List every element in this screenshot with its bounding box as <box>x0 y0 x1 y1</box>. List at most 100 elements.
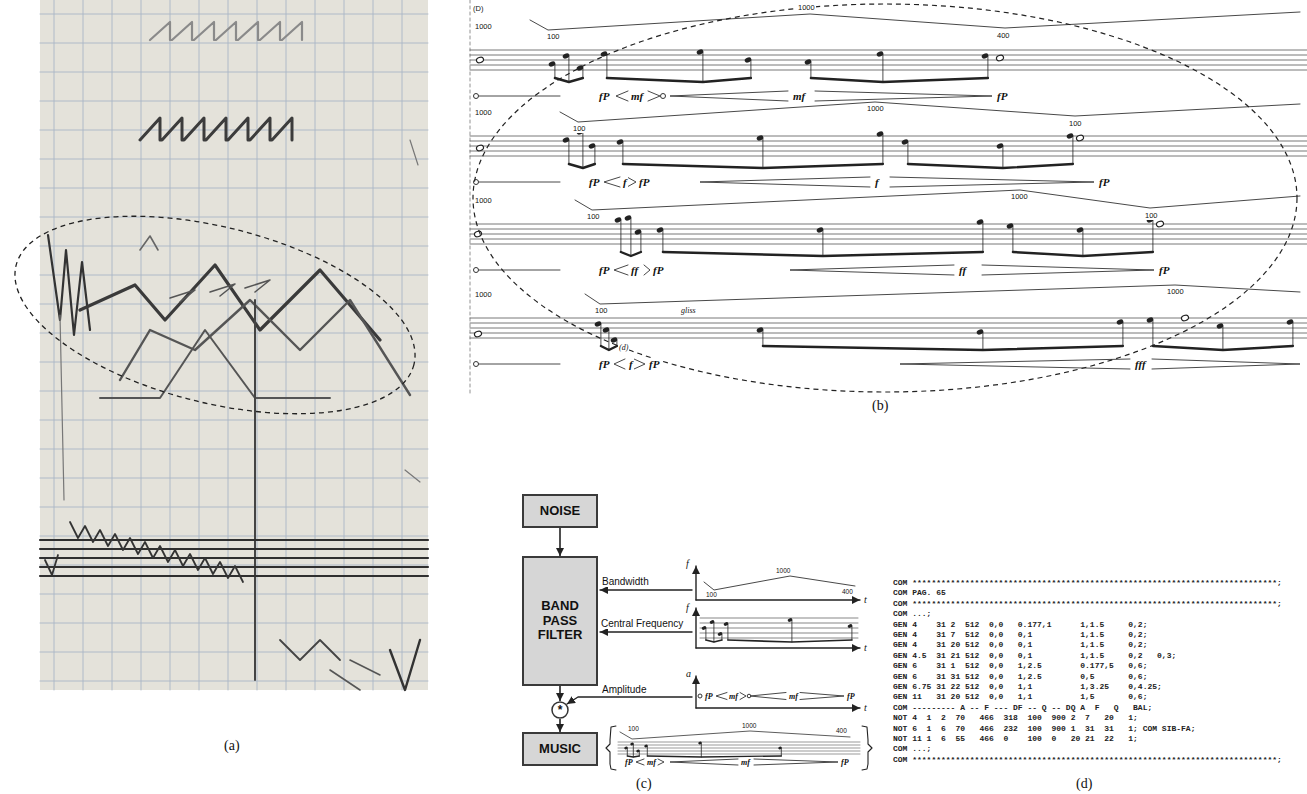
axis <box>696 647 860 648</box>
hairpin <box>614 359 625 369</box>
bandwidth-value: 400 <box>836 727 847 734</box>
code-line: GEN 4 31 20 512 0,0 0,1 1,1.5 0,2; <box>893 640 1147 649</box>
note-beam <box>1013 252 1153 256</box>
note-stem <box>982 222 983 252</box>
dynamic-mark: fP <box>704 692 714 701</box>
grid-line <box>40 159 428 160</box>
signal-label: Bandwidth <box>602 576 649 587</box>
bracket <box>862 726 872 770</box>
hairpin <box>627 177 636 187</box>
niente-circle <box>698 694 702 698</box>
staff-line <box>700 623 858 624</box>
niente-circle <box>474 362 479 367</box>
half-note <box>996 54 1005 61</box>
half-note <box>476 56 485 63</box>
note-stem <box>907 142 908 164</box>
dynamic-line <box>479 364 560 365</box>
hairpin <box>890 177 1094 187</box>
staff-line <box>470 328 1307 329</box>
staff-line <box>618 745 860 746</box>
axis-label: t <box>864 594 867 605</box>
hairpin <box>634 359 645 369</box>
node-text: MUSIC <box>539 742 581 757</box>
filter-box: BAND PASS FILTER <box>522 556 598 686</box>
note-stem <box>608 330 609 350</box>
panel-label: (a) <box>224 738 240 754</box>
staff-line <box>700 638 858 639</box>
pencil-stroke <box>390 640 420 690</box>
note-stem <box>791 620 792 642</box>
note-beam <box>908 164 1073 168</box>
staff-line <box>470 50 1307 51</box>
pencil-stroke <box>120 300 410 395</box>
staff-line <box>40 548 428 550</box>
staff-line <box>700 633 858 634</box>
note-stem <box>1152 220 1153 252</box>
grid-line <box>40 681 428 682</box>
note-stem <box>622 142 623 164</box>
note-stem <box>982 332 983 350</box>
code-line: COM ************************************… <box>893 578 1282 587</box>
dynamic-mark: fP <box>598 90 610 102</box>
bandwidth-value: 100 <box>1144 211 1159 220</box>
code-line: COM ...; <box>893 744 931 753</box>
grid-line <box>40 420 428 421</box>
grid-line <box>402 0 403 690</box>
staff-line <box>470 146 1307 147</box>
dynamic-mark: ff <box>630 264 639 276</box>
grid-line <box>286 0 287 690</box>
dynamic-line <box>479 270 560 271</box>
note-stem <box>1292 322 1293 346</box>
dynamic-mark: fP <box>1158 264 1170 276</box>
axis <box>695 566 696 600</box>
niente-circle <box>474 94 479 99</box>
grid-line <box>257 0 258 690</box>
axis <box>696 599 860 600</box>
pencil-stroke <box>70 522 243 582</box>
note-stem <box>594 146 595 164</box>
bandwidth-value: 1000 <box>776 567 790 574</box>
code-line: GEN 6 31 1 512 0,0 1,2.5 0.177,5 0,6; <box>893 661 1147 670</box>
output-box: MUSIC <box>522 732 598 766</box>
grid-line <box>54 0 55 690</box>
half-note <box>1156 220 1165 227</box>
note-stem <box>781 748 782 756</box>
grid-line <box>315 0 316 690</box>
dynamic-mark: ff <box>958 264 967 276</box>
staff-line <box>470 333 1307 334</box>
hairpin <box>790 265 954 275</box>
bandwidth-value: 100 <box>628 725 639 732</box>
axis <box>695 676 696 708</box>
note-stem <box>568 56 569 82</box>
block-diagram-graphs <box>567 566 872 770</box>
axis <box>696 707 860 708</box>
pencil-stroke <box>100 330 330 398</box>
staff-line <box>470 244 1307 245</box>
note-stem <box>639 751 640 756</box>
staff-line <box>470 60 1307 61</box>
note-beam <box>569 164 595 168</box>
bandwidth-value: 1000 <box>797 3 816 12</box>
note-stem <box>810 62 811 78</box>
dynamic-mark: fP <box>638 176 650 188</box>
dynamic-mark: fP <box>996 90 1008 102</box>
hairpin <box>614 265 628 275</box>
dynamic-line <box>479 182 560 183</box>
bracket <box>606 726 616 770</box>
hairpin <box>740 693 746 700</box>
dynamic-mark: fP <box>598 264 610 276</box>
flow-arrow <box>559 686 561 701</box>
flow-arrow <box>559 528 561 556</box>
bandwidth-curve <box>560 102 1300 122</box>
half-note <box>474 230 483 237</box>
dynamic-line <box>479 96 560 97</box>
staff-line <box>618 742 860 743</box>
staff-line <box>618 754 860 755</box>
dynamic-mark: mf <box>792 90 806 102</box>
note-stem <box>633 744 634 757</box>
dynamic-mark: f <box>628 358 634 370</box>
code-line: COM --------- A -- F --- DF -- Q -- DQ A… <box>893 703 1152 712</box>
code-line: GEN 4 31 2 512 0,0 0.177,1 1,1.5 0,2; <box>893 620 1147 629</box>
staff-line <box>40 575 428 577</box>
note-beam <box>763 346 1123 350</box>
